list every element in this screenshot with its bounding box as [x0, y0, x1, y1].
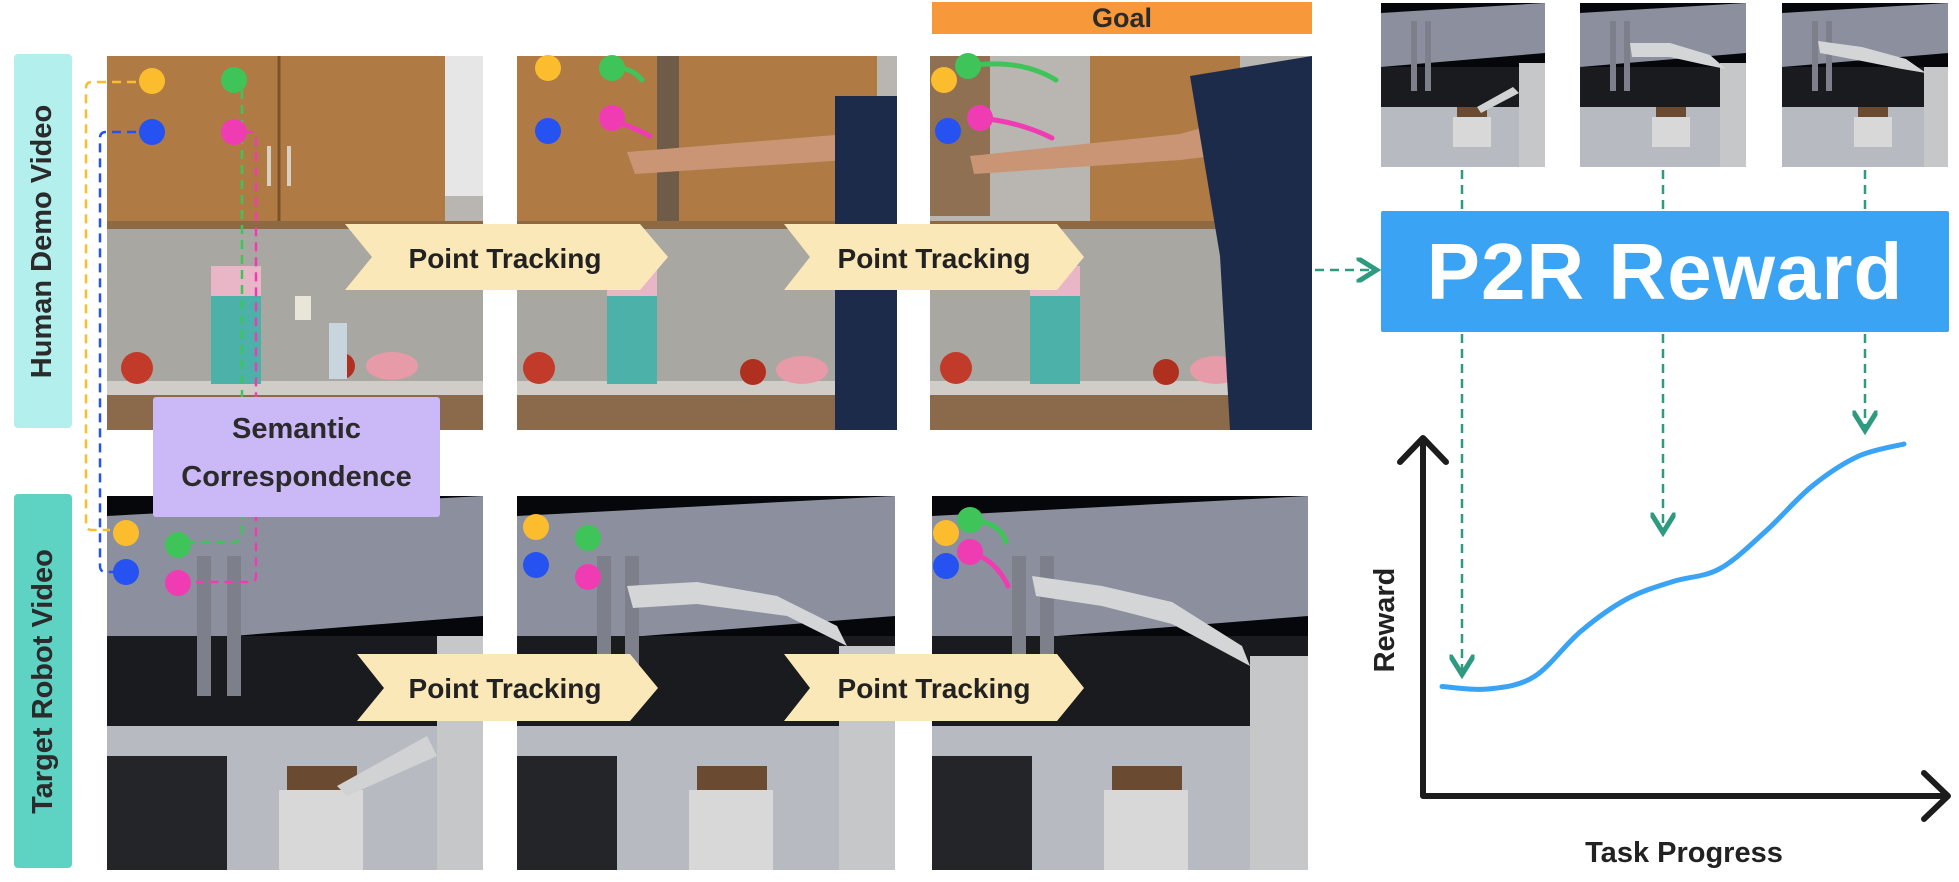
- reward-curve-line: [1439, 441, 1907, 692]
- yellow-correspondence-link: [84, 80, 136, 532]
- human-frame-1: [107, 56, 483, 430]
- blue-point: [113, 559, 139, 585]
- p2r-reward-text: P2R Reward: [1426, 226, 1904, 316]
- blue-point: [933, 553, 959, 579]
- semantic-correspondence-box: Semantic Correspondence: [153, 397, 440, 517]
- robot-thumbnail-1: [1381, 3, 1545, 167]
- y-axis: [1420, 440, 1946, 799]
- goal-banner: Goal: [932, 2, 1312, 34]
- pink-correspondence-link: [196, 130, 258, 584]
- pink-point: [575, 564, 601, 590]
- point-tracking-label-1: Point Tracking: [409, 243, 602, 274]
- pink-point: [599, 105, 625, 131]
- x-axis-arrowhead: [1921, 770, 1951, 822]
- robot-thumbnail-3: [1782, 3, 1948, 167]
- reward-chart: Task Progress Reward: [1369, 435, 1951, 869]
- pink-point: [165, 570, 191, 596]
- yellow-point: [113, 520, 139, 546]
- blue-point: [523, 552, 549, 578]
- point-tracking-arrow-4: Point Tracking: [784, 654, 1084, 721]
- y-axis-label: Reward: [1369, 568, 1401, 673]
- point-tracking-arrow-3: Point Tracking: [357, 654, 658, 721]
- target-robot-video-label: Target Robot Video: [14, 494, 72, 868]
- blue-correspondence-link: [98, 130, 136, 574]
- blue-point: [139, 119, 165, 145]
- green-track: [965, 61, 1059, 83]
- yellow-point: [931, 67, 957, 93]
- yellow-point: [523, 514, 549, 540]
- blue-point: [535, 118, 561, 144]
- semantic-line-2: Correspondence: [181, 461, 412, 493]
- y-axis-arrowhead: [1397, 435, 1449, 465]
- point-tracking-label-2: Point Tracking: [838, 243, 1031, 274]
- human-demo-video-label: Human Demo Video: [14, 54, 72, 428]
- point-tracking-label-3: Point Tracking: [409, 673, 602, 704]
- p2r-reward-box: P2R Reward: [1381, 211, 1949, 332]
- green-point: [575, 525, 601, 551]
- point-tracking-label-4: Point Tracking: [838, 673, 1031, 704]
- robot-frame-1: [107, 496, 483, 870]
- x-axis-label: Task Progress: [1585, 837, 1783, 869]
- point-tracking-arrow-2: Point Tracking: [784, 224, 1084, 290]
- semantic-line-1: Semantic: [232, 413, 361, 445]
- pink-point: [221, 119, 247, 145]
- green-correspondence-link: [190, 90, 244, 544]
- green-point: [165, 532, 191, 558]
- robot-thumbnail-2: [1580, 3, 1746, 167]
- yellow-point: [933, 520, 959, 546]
- green-point: [955, 53, 981, 79]
- yellow-point: [139, 68, 165, 94]
- yellow-point: [535, 55, 561, 81]
- green-point: [221, 67, 247, 93]
- pink-point: [957, 539, 983, 565]
- robot-frame-3: [932, 496, 1308, 870]
- green-point: [599, 55, 625, 81]
- goal-text: Goal: [1091, 2, 1152, 33]
- green-point: [957, 507, 983, 533]
- point-tracking-arrow-1: Point Tracking: [345, 224, 668, 290]
- blue-point: [935, 118, 961, 144]
- pink-point: [967, 105, 993, 131]
